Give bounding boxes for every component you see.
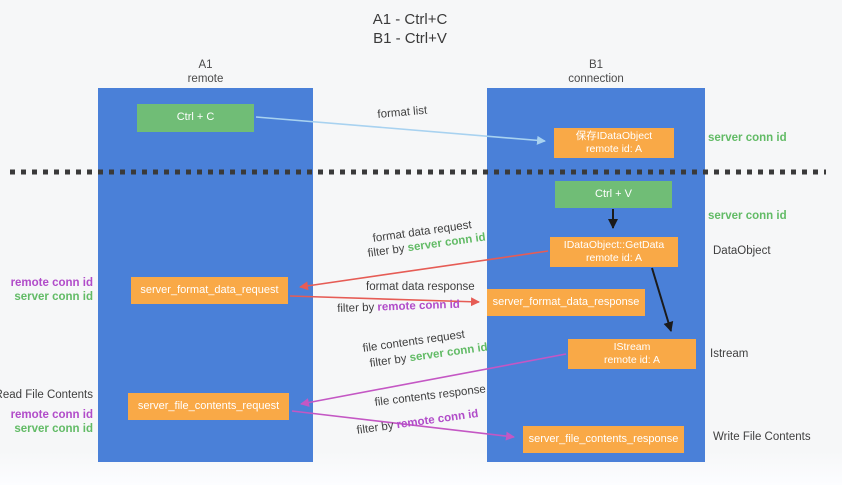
node-getdata-line1: IDataObject::GetData <box>563 238 665 251</box>
filter-by-prefix: filter by <box>369 352 411 370</box>
label-server-conn-id-left-bottom: server conn id <box>14 423 93 435</box>
label-file-contents-response: file contents response <box>374 383 487 409</box>
label-dataobject: DataObject <box>713 245 771 257</box>
node-ctrl-c-label: Ctrl + C <box>176 111 215 124</box>
node-save-dataobject-line1: 保存IDataObject <box>575 129 653 142</box>
node-ctrl-v: Ctrl + V <box>555 181 672 208</box>
node-ctrl-v-label: Ctrl + V <box>595 187 632 200</box>
label-server-conn-id-left-mid: server conn id <box>14 291 93 303</box>
node-server-file-contents-response: server_file_contents_response <box>523 426 684 453</box>
node-save-dataobject: 保存IDataObject remote id: A <box>554 128 674 158</box>
label-remote-conn-id-left-mid: remote conn id <box>10 277 93 289</box>
filter-by-prefix: filter by <box>356 419 398 437</box>
node-istream-line1: IStream <box>613 340 651 353</box>
node-file-request-label: server_file_contents_request <box>137 399 280 412</box>
filter-by-prefix: filter by <box>337 301 378 315</box>
label-remote-conn-id-left-bottom: remote conn id <box>10 409 93 421</box>
page-title: A1 - Ctrl+C B1 - Ctrl+V <box>300 10 520 48</box>
node-istream-line2: remote id: A <box>603 354 661 366</box>
label-server-conn-id-right-top: server conn id <box>708 132 787 144</box>
lane-header-a1: A1 remote <box>98 58 313 86</box>
filter-by-prefix: filter by <box>367 242 409 260</box>
label-format-list: format list <box>377 104 428 121</box>
node-getdata-line2: remote id: A <box>585 252 643 264</box>
lane-header-b1: B1 connection <box>487 58 705 86</box>
node-server-file-contents-request: server_file_contents_request <box>128 393 289 420</box>
lane-a1-subtitle: remote <box>187 73 224 85</box>
label-server-conn-id-right-mid: server conn id <box>708 210 787 222</box>
label-filter-by-remote-conn-id-1: filter by remote conn id <box>337 299 460 315</box>
node-format-request-label: server_format_data_request <box>140 283 279 296</box>
remote-conn-id-key: remote conn id <box>377 298 461 314</box>
label-istream: Istream <box>710 348 749 360</box>
lane-b1-title: B1 <box>588 59 604 71</box>
node-server-format-data-response: server_format_data_response <box>487 289 645 316</box>
node-save-dataobject-line2: remote id: A <box>585 143 643 155</box>
node-ctrl-c: Ctrl + C <box>137 104 254 132</box>
label-filter-by-remote-conn-id-2: filter by remote conn id <box>356 408 479 437</box>
label-write-file-contents: Write File Contents <box>713 431 811 443</box>
lane-b1-subtitle: connection <box>568 73 624 85</box>
title-line-2: B1 - Ctrl+V <box>373 30 447 47</box>
label-read-file-contents: Read File Contents <box>0 389 93 401</box>
node-istream: IStream remote id: A <box>568 339 696 369</box>
remote-conn-id-key: remote conn id <box>395 407 480 432</box>
node-format-response-label: server_format_data_response <box>492 295 640 308</box>
node-idataobject-getdata: IDataObject::GetData remote id: A <box>550 237 678 267</box>
title-line-1: A1 - Ctrl+C <box>372 11 448 28</box>
node-server-format-data-request: server_format_data_request <box>131 277 288 304</box>
lane-a1-title: A1 <box>198 59 213 71</box>
label-format-data-response: format data response <box>366 281 475 293</box>
node-file-response-label: server_file_contents_response <box>528 432 679 445</box>
